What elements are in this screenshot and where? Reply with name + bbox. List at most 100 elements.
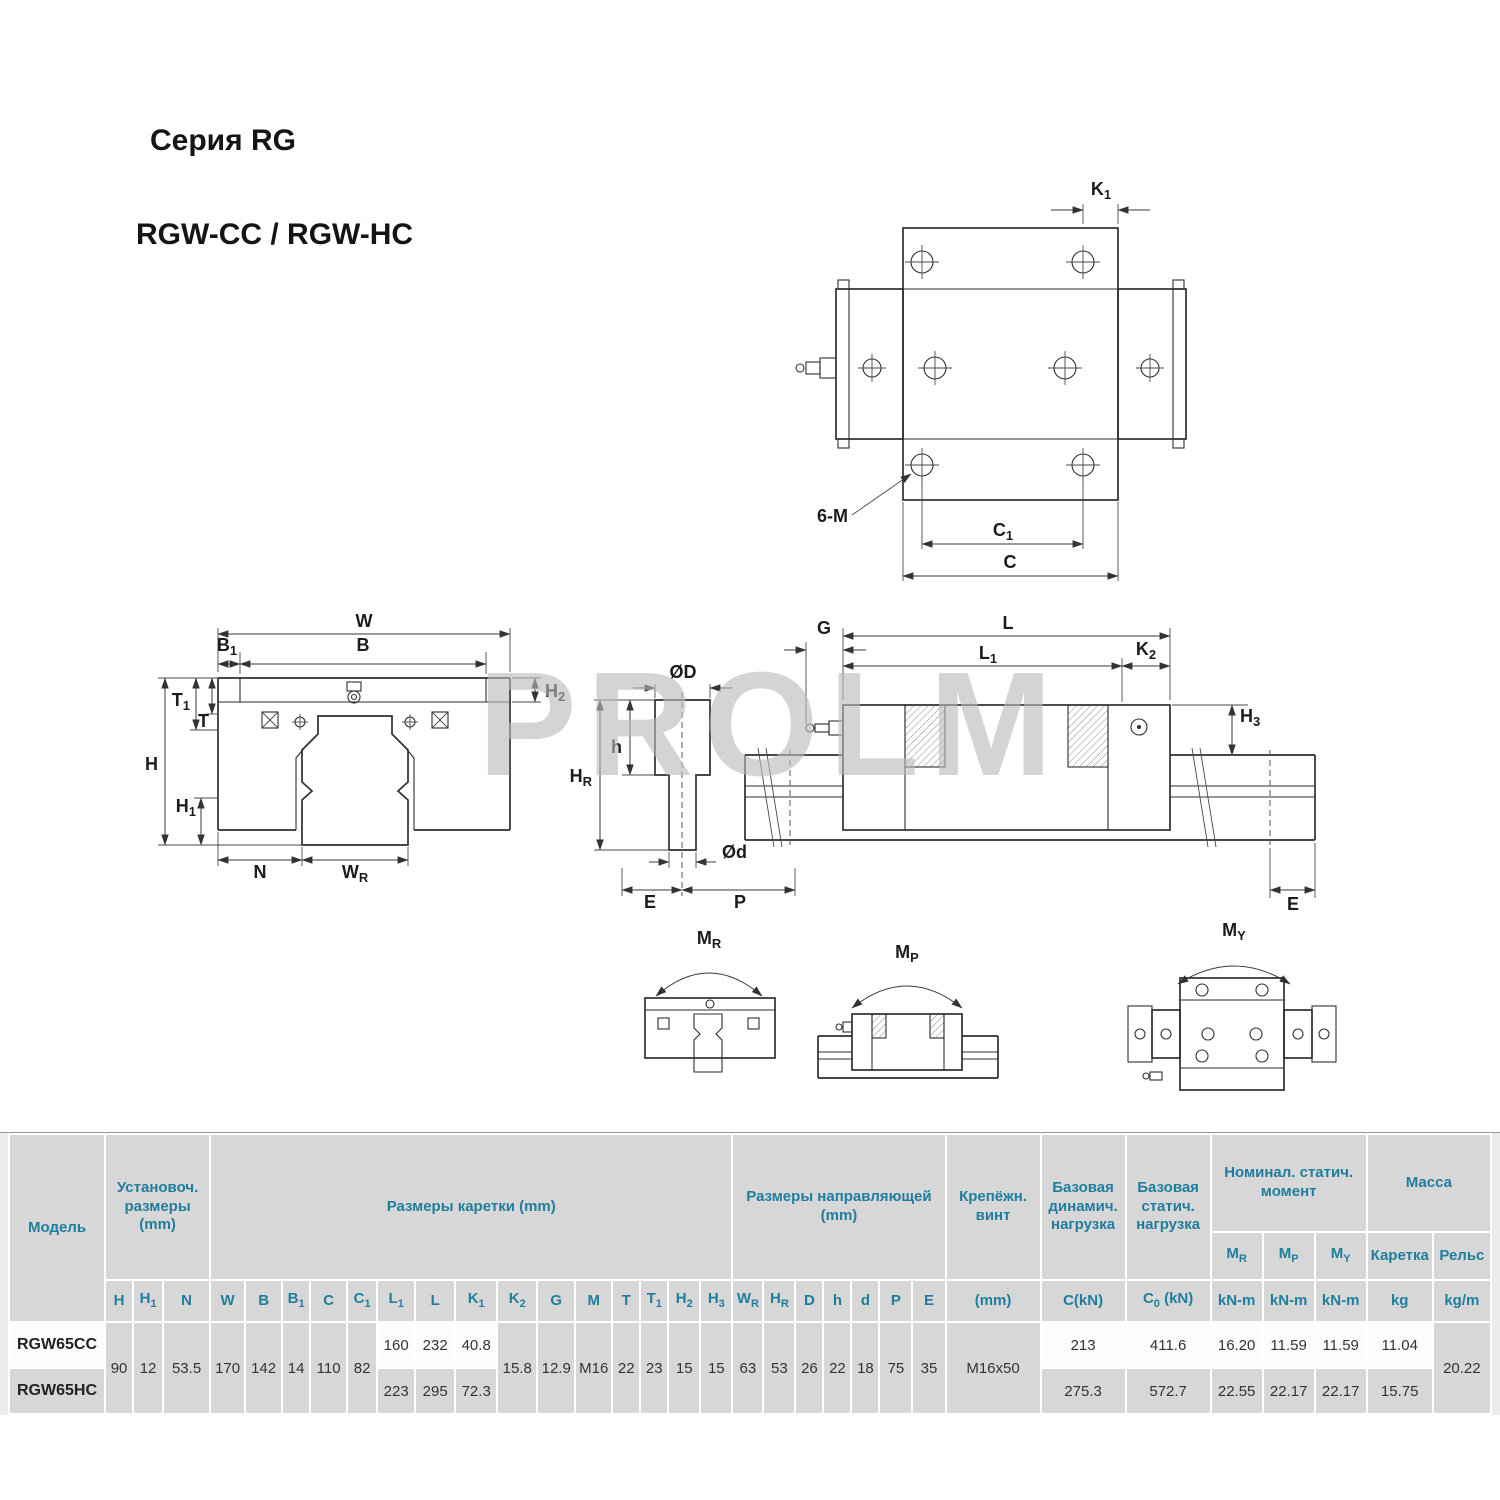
dim-label-c: C: [1004, 552, 1017, 572]
data-cell: 63: [731, 1321, 765, 1415]
dim-label-k1: K1: [1091, 179, 1111, 202]
dim-label-h1: H1: [176, 796, 196, 819]
data-cell: 22.17: [1313, 1367, 1368, 1415]
column-header: K2: [496, 1279, 539, 1323]
data-cell: 14: [281, 1321, 312, 1415]
data-cell: 160: [376, 1321, 417, 1369]
dim-label-hr: HR: [570, 766, 593, 789]
dim-label-b1: B1: [217, 635, 237, 658]
column-header: W: [209, 1279, 247, 1323]
model-cell: RGW65HC: [7, 1367, 107, 1415]
data-cell: 18: [850, 1321, 881, 1415]
group-header: Базовая динамич. нагрузка: [1039, 1133, 1127, 1281]
data-cell: 23: [639, 1321, 670, 1415]
dim-label-b: B: [357, 635, 370, 655]
column-header: kg/m: [1431, 1279, 1493, 1323]
moment-mp-view: [817, 1013, 999, 1079]
data-cell: 142: [244, 1321, 284, 1415]
moment-my-view: [1127, 977, 1337, 1091]
dim-label-wr: WR: [342, 862, 369, 885]
column-header: H1: [132, 1279, 165, 1323]
column-header: d: [850, 1279, 881, 1323]
dim-label-6m: 6-M: [817, 506, 848, 526]
dim-label-w: W: [356, 611, 373, 631]
column-header: L: [414, 1279, 457, 1323]
data-cell: 15: [667, 1321, 702, 1415]
data-cell: 35: [911, 1321, 947, 1415]
column-header: h: [822, 1279, 853, 1323]
dim-label-k2: K2: [1136, 639, 1156, 662]
data-cell: 20.22: [1431, 1321, 1493, 1415]
data-cell: 40.8: [454, 1321, 499, 1369]
model-column-header: Модель: [7, 1133, 107, 1323]
group-header: Базовая статич. нагрузка: [1124, 1133, 1212, 1281]
data-cell: 11.04: [1365, 1321, 1434, 1369]
grease-nipple-front-icon: [346, 681, 362, 704]
column-header: (mm): [944, 1279, 1042, 1323]
data-cell: 170: [209, 1321, 247, 1415]
data-cell: 22: [611, 1321, 642, 1415]
top-view: K1 6-M C1 C: [795, 179, 1187, 581]
group-header: Размеры каретки (mm): [209, 1133, 734, 1281]
column-header: K1: [454, 1279, 499, 1323]
data-cell: 82: [346, 1321, 379, 1415]
column-header: L1: [376, 1279, 417, 1323]
column-header: D: [794, 1279, 825, 1323]
subgroup-header: MP: [1261, 1231, 1316, 1281]
data-cell: 12.9: [536, 1321, 577, 1415]
subgroup-header: Рельс: [1431, 1231, 1493, 1281]
dim-label-l: L: [1003, 613, 1014, 633]
data-cell: 275.3: [1039, 1367, 1127, 1415]
column-header: P: [878, 1279, 914, 1323]
dim-label-h-bolt: h: [611, 737, 622, 757]
moment-label-mr: MR: [697, 928, 722, 951]
dim-label-n: N: [254, 862, 267, 882]
data-cell: 15.8: [496, 1321, 539, 1415]
dim-label-p: P: [734, 892, 746, 912]
column-header: kN-m: [1261, 1279, 1316, 1323]
model-title: RGW-CC / RGW-HC: [136, 218, 414, 251]
data-cell: M16x50: [944, 1321, 1042, 1415]
dim-label-e-right: E: [1287, 894, 1299, 914]
data-cell: 572.7: [1124, 1367, 1212, 1415]
group-header: Масса: [1365, 1133, 1493, 1233]
data-cell: 72.3: [454, 1367, 499, 1415]
dim-label-od-small: Ød: [722, 842, 747, 862]
column-header: T1: [639, 1279, 670, 1323]
column-header: B: [244, 1279, 284, 1323]
dim-label-l1: L1: [979, 643, 997, 666]
grease-nipple-side-icon: [805, 720, 844, 736]
dim-label-h3: H3: [1240, 706, 1260, 729]
data-cell: 75: [878, 1321, 914, 1415]
data-cell: 110: [309, 1321, 349, 1415]
column-header: HR: [762, 1279, 797, 1323]
technical-drawings: K1 6-M C1 C: [145, 179, 1337, 1091]
data-cell: 16.20: [1209, 1321, 1264, 1369]
data-cell: 232: [414, 1321, 457, 1369]
column-header: N: [162, 1279, 212, 1323]
column-header: WR: [731, 1279, 765, 1323]
grease-nipple-top-icon: [795, 357, 837, 379]
group-header: Номинал. статич. момент: [1209, 1133, 1368, 1233]
column-header: kN-m: [1209, 1279, 1264, 1323]
data-cell: 22.17: [1261, 1367, 1316, 1415]
column-header: kg: [1365, 1279, 1434, 1323]
data-cell: 22: [822, 1321, 853, 1415]
column-header: H2: [667, 1279, 702, 1323]
moment-arrow-mp-icon: [851, 985, 963, 1009]
dim-label-e-left: E: [644, 892, 656, 912]
column-header: M: [574, 1279, 614, 1323]
moment-label-mp: MP: [895, 942, 919, 965]
moment-label-my: MY: [1222, 920, 1246, 943]
data-cell: 90: [104, 1321, 135, 1415]
moment-diagrams: MR MP: [644, 920, 1337, 1091]
column-header: H: [104, 1279, 135, 1323]
column-header: H3: [699, 1279, 734, 1323]
data-cell: 22.55: [1209, 1367, 1264, 1415]
data-cell: 213: [1039, 1321, 1127, 1369]
group-header: Крепёжн. винт: [944, 1133, 1042, 1281]
column-header: G: [536, 1279, 577, 1323]
